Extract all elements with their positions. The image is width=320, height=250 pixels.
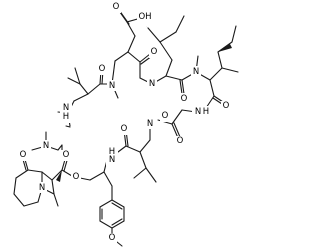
atom-label: N [145, 118, 155, 129]
svg-text:O: O [177, 136, 184, 146]
svg-text:N: N [39, 183, 45, 193]
atom-label-nh: N H [192, 106, 210, 117]
atom-labels: O OH O N N N O O [18, 2, 231, 244]
svg-text:O: O [113, 2, 120, 12]
stereo-wedges [56, 26, 232, 182]
atom-label: O [97, 64, 107, 75]
atom-label: O [221, 101, 231, 112]
svg-text:O: O [181, 94, 188, 104]
svg-text:N: N [109, 155, 115, 165]
svg-text:N: N [149, 79, 155, 89]
svg-text:N: N [193, 67, 199, 77]
svg-text:N: N [195, 107, 201, 117]
atom-label: N [107, 80, 117, 91]
structure-svg: O OH O N N N O O [13, 2, 239, 247]
atom-label: O [149, 47, 159, 58]
atom-label: O [71, 172, 81, 183]
svg-text:O: O [151, 47, 158, 57]
atom-label: N [147, 78, 157, 89]
svg-text:H: H [203, 107, 209, 117]
atom-label: O [61, 150, 71, 161]
atom-label: O [111, 2, 121, 13]
svg-text:N: N [147, 119, 153, 129]
svg-text:OH: OH [138, 12, 151, 22]
atom-label-nh: H N [106, 146, 118, 166]
svg-text:O: O [162, 111, 169, 121]
molecule-diagram: O OH O N N N O O [13, 2, 239, 247]
svg-text:O: O [121, 124, 128, 134]
atom-label: OH [137, 12, 153, 23]
svg-text:O: O [99, 64, 106, 74]
atom-label: O [179, 93, 189, 104]
atom-label: N [37, 182, 47, 193]
svg-text:N: N [109, 81, 115, 91]
atom-label: O [160, 111, 170, 122]
svg-text:O: O [20, 150, 27, 160]
svg-text:N: N [63, 103, 69, 113]
atom-label: O [18, 150, 28, 161]
atom-label: O [107, 233, 117, 244]
svg-text:O: O [109, 233, 116, 243]
svg-text:O: O [223, 101, 230, 111]
svg-text:O: O [73, 172, 80, 182]
svg-text:H: H [63, 112, 69, 122]
atom-label: O [119, 124, 129, 135]
svg-text:N: N [43, 141, 49, 151]
atom-label: N [41, 140, 51, 151]
atom-label: N [191, 66, 201, 77]
svg-text:O: O [63, 150, 70, 160]
svg-text:H: H [109, 147, 115, 157]
atom-label-nh: N H [60, 103, 72, 123]
atom-label: O [175, 136, 185, 147]
